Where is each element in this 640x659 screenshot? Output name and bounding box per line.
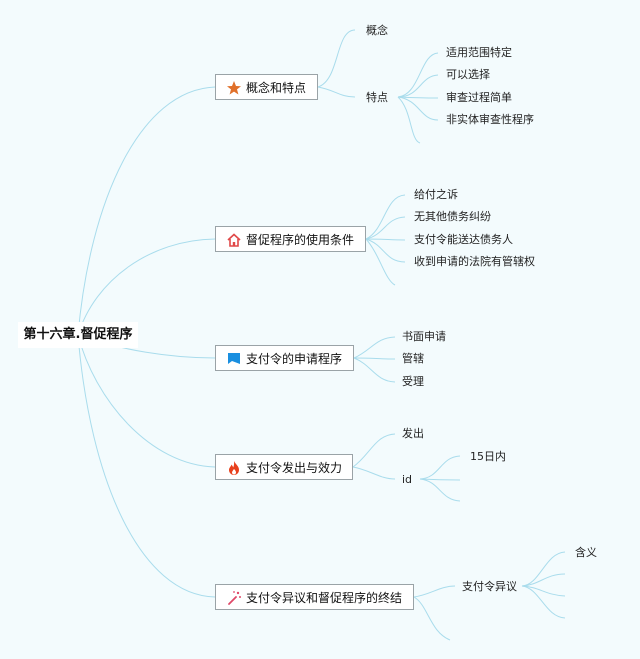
leaf-15-days[interactable]: 15日内 — [470, 450, 506, 463]
flag-icon — [228, 353, 240, 364]
leaf-cond-1[interactable]: 给付之诉 — [414, 188, 458, 201]
fire-icon — [229, 461, 239, 475]
home-icon — [227, 233, 241, 247]
leaf-tedian[interactable]: 特点 — [366, 91, 388, 104]
magic-wand-icon — [228, 591, 241, 605]
branch-node-2[interactable]: 督促程序的使用条件 — [215, 226, 366, 252]
leaf-apply-1[interactable]: 书面申请 — [402, 330, 446, 343]
leaf-tedian-1[interactable]: 适用范围特定 — [446, 46, 512, 59]
branch-label-5: 支付令异议和督促程序的终结 — [246, 591, 403, 605]
leaf-meaning[interactable]: 含义 — [575, 546, 597, 559]
branch-node-1[interactable]: 概念和特点 — [215, 74, 318, 100]
leaf-cond-3[interactable]: 支付令能送达债务人 — [414, 233, 513, 246]
branch-node-5[interactable]: 支付令异议和督促程序的终结 — [215, 584, 414, 610]
branch-node-3[interactable]: 支付令的申请程序 — [215, 345, 354, 371]
leaf-issue[interactable]: 发出 — [402, 427, 424, 440]
branch-node-4[interactable]: 支付令发出与效力 — [215, 454, 353, 480]
leaf-tedian-2[interactable]: 可以选择 — [446, 68, 490, 81]
branch-label-3: 支付令的申请程序 — [246, 352, 343, 366]
leaf-cond-2[interactable]: 无其他债务纠纷 — [414, 210, 491, 223]
branch-label-2: 督促程序的使用条件 — [246, 233, 355, 247]
leaf-tedian-4[interactable]: 非实体审查性程序 — [446, 113, 534, 126]
leaf-objection[interactable]: 支付令异议 — [462, 580, 517, 593]
leaf-cond-4[interactable]: 收到申请的法院有管辖权 — [414, 255, 535, 268]
branch-label-1: 概念和特点 — [246, 81, 307, 95]
leaf-id[interactable]: id — [402, 473, 413, 486]
leaf-tedian-3[interactable]: 审查过程简单 — [446, 91, 512, 104]
leaf-apply-2[interactable]: 管辖 — [402, 352, 424, 365]
leaf-apply-3[interactable]: 受理 — [402, 375, 424, 388]
leaf-gainian[interactable]: 概念 — [366, 24, 388, 37]
star-icon — [227, 81, 241, 95]
root-node[interactable]: 第十六章.督促程序 — [18, 322, 138, 348]
branch-label-4: 支付令发出与效力 — [246, 461, 343, 475]
